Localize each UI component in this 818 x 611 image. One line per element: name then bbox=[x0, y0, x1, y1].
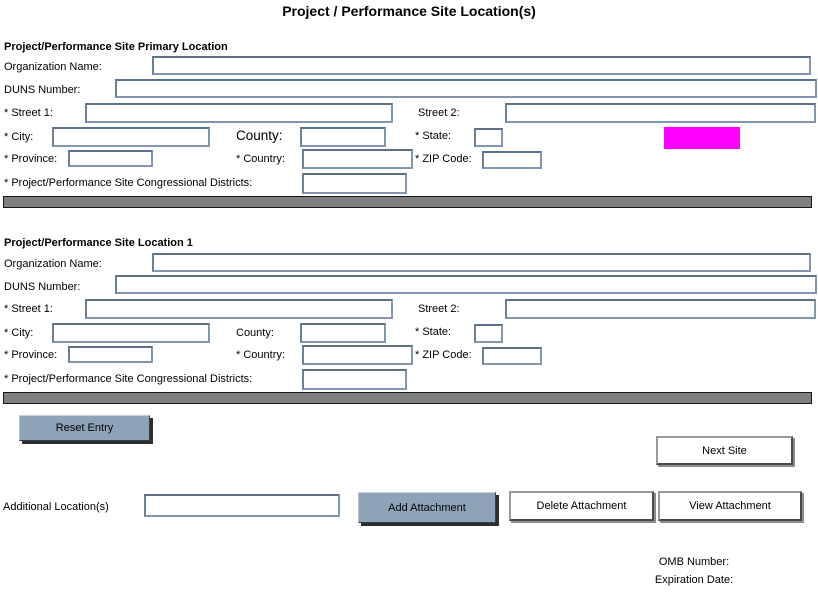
street1-label: * Street 1: bbox=[4, 107, 53, 119]
zip-code-input[interactable] bbox=[482, 151, 542, 169]
congressional-districts-input[interactable] bbox=[302, 173, 407, 194]
page-title: Project / Performance Site Location(s) bbox=[282, 3, 536, 19]
province-label: * Province: bbox=[4, 349, 58, 361]
section-separator bbox=[3, 196, 812, 208]
congressional-districts-label: * Project/Performance Site Congressional… bbox=[4, 373, 253, 385]
congressional-districts-input[interactable] bbox=[302, 369, 407, 390]
reset-entry-button[interactable]: Reset Entry bbox=[19, 415, 150, 441]
magenta-highlight bbox=[664, 127, 740, 149]
street1-input[interactable] bbox=[85, 103, 393, 123]
street1-label: * Street 1: bbox=[4, 303, 53, 315]
province-input[interactable] bbox=[68, 346, 153, 363]
county-input[interactable] bbox=[300, 127, 386, 147]
zip-code-label: * ZIP Code: bbox=[415, 349, 472, 361]
duns-number-input[interactable] bbox=[115, 79, 817, 98]
view-attachment-button[interactable]: View Attachment bbox=[658, 491, 802, 521]
organization-name-label: Organization Name: bbox=[4, 258, 102, 270]
zip-code-label: * ZIP Code: bbox=[415, 153, 472, 165]
section-header-location-1: Project/Performance Site Location 1 bbox=[4, 237, 193, 249]
country-input[interactable] bbox=[302, 149, 413, 169]
organization-name-label: Organization Name: bbox=[4, 61, 102, 73]
street2-input[interactable] bbox=[505, 299, 816, 319]
country-label: * Country: bbox=[236, 153, 285, 165]
duns-number-label: DUNS Number: bbox=[4, 84, 81, 96]
country-input[interactable] bbox=[302, 345, 413, 365]
state-input[interactable] bbox=[474, 324, 503, 343]
duns-number-input[interactable] bbox=[115, 275, 817, 294]
street2-label: Street 2: bbox=[418, 303, 460, 315]
city-label: * City: bbox=[4, 327, 34, 339]
city-label: * City: bbox=[4, 131, 34, 143]
additional-locations-label: Additional Location(s) bbox=[3, 501, 109, 513]
street1-input[interactable] bbox=[85, 299, 393, 319]
city-input[interactable] bbox=[52, 127, 210, 147]
city-input[interactable] bbox=[52, 323, 210, 343]
province-label: * Province: bbox=[4, 153, 58, 165]
street2-label: Street 2: bbox=[418, 107, 460, 119]
delete-attachment-button[interactable]: Delete Attachment bbox=[509, 491, 654, 521]
county-label: County: bbox=[236, 327, 274, 339]
organization-name-input[interactable] bbox=[152, 56, 811, 75]
state-label: * State: bbox=[415, 326, 452, 338]
province-input[interactable] bbox=[68, 150, 153, 167]
omb-number-label: OMB Number: bbox=[658, 556, 730, 568]
duns-number-label: DUNS Number: bbox=[4, 281, 81, 293]
additional-locations-input[interactable] bbox=[144, 494, 340, 517]
next-site-button[interactable]: Next Site bbox=[656, 436, 793, 465]
section-header-primary-location: Project/Performance Site Primary Locatio… bbox=[4, 41, 228, 53]
country-label: * Country: bbox=[236, 349, 285, 361]
organization-name-input[interactable] bbox=[152, 253, 811, 272]
county-label: County: bbox=[236, 128, 283, 143]
congressional-districts-label: * Project/Performance Site Congressional… bbox=[4, 177, 253, 189]
add-attachment-button[interactable]: Add Attachment bbox=[358, 492, 496, 523]
county-input[interactable] bbox=[300, 323, 386, 343]
zip-code-input[interactable] bbox=[482, 347, 542, 365]
state-input[interactable] bbox=[474, 128, 503, 147]
street2-input[interactable] bbox=[505, 103, 816, 123]
expiration-date-label: Expiration Date: bbox=[654, 574, 734, 586]
section-separator bbox=[3, 392, 812, 404]
state-label: * State: bbox=[415, 130, 452, 142]
